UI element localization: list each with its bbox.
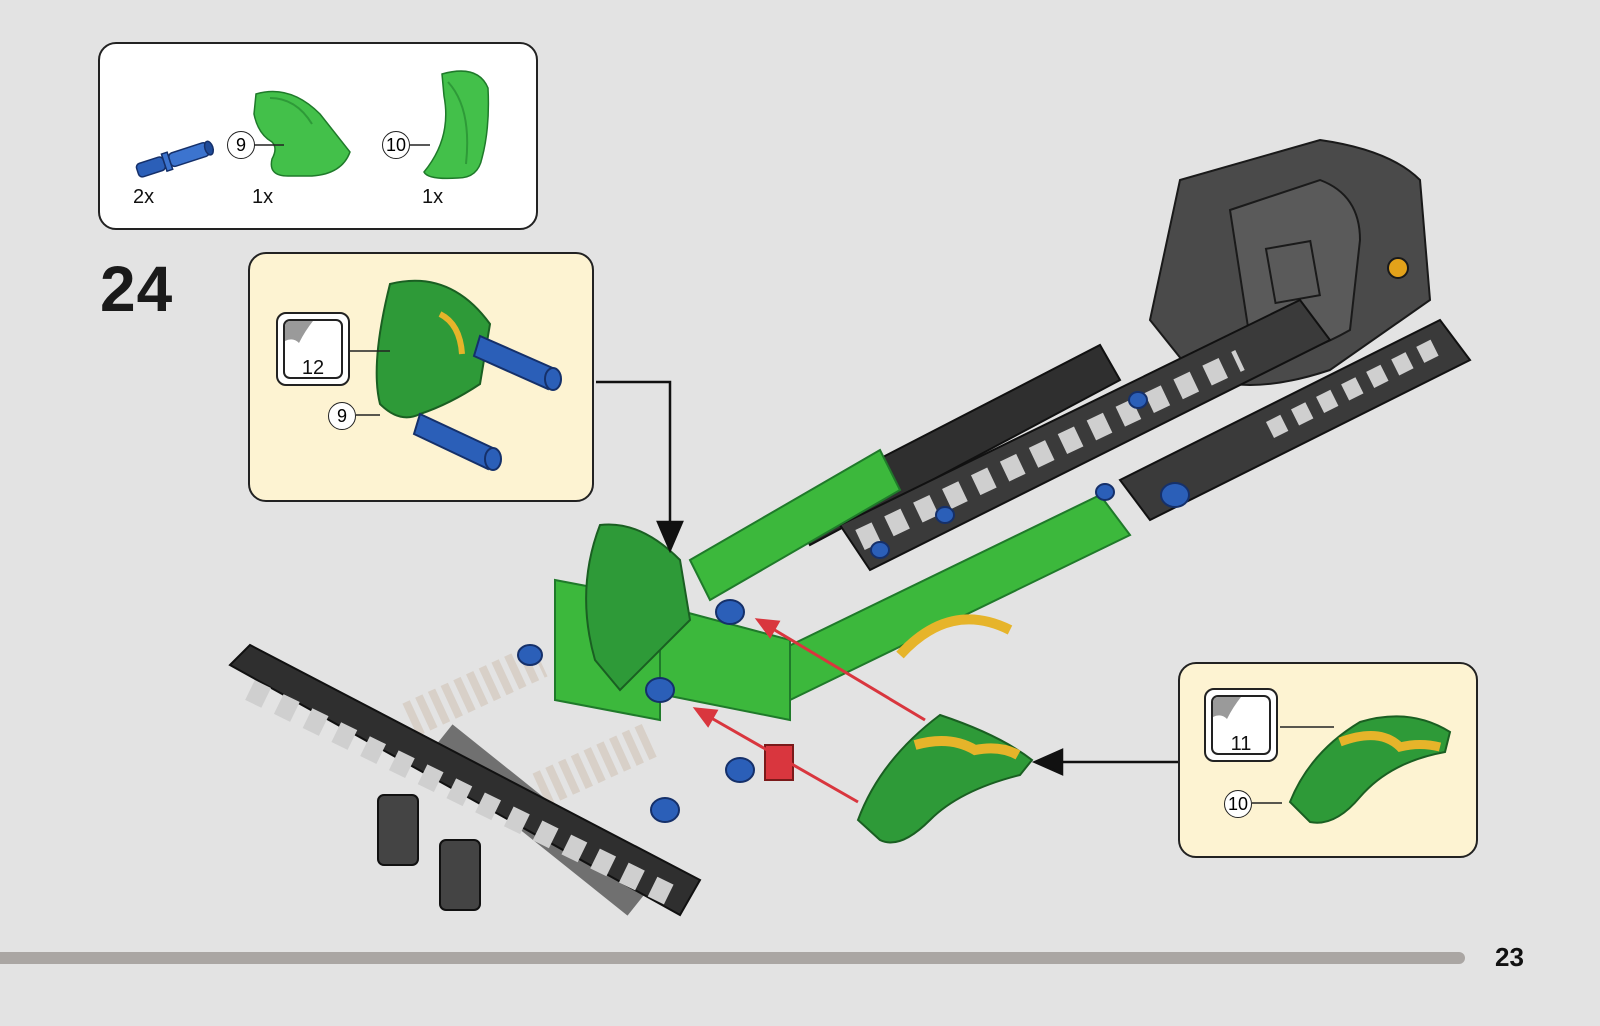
sticker-leader-line (350, 350, 390, 352)
callout-line (1252, 802, 1282, 804)
sticker-leader-line (1280, 726, 1334, 728)
panel-with-sticker-illustration (1280, 702, 1470, 832)
sticker-12: 12 (276, 312, 350, 386)
sub-assembly-callout-top: 12 9 (248, 252, 594, 502)
footer-bar (0, 952, 1465, 964)
callout-9: 9 (328, 402, 356, 430)
sticker-11: 11 (1204, 688, 1278, 762)
callout-line (356, 414, 380, 416)
page-number: 23 (1495, 942, 1524, 973)
sub-assembly-callout-right: 11 10 (1178, 662, 1478, 858)
panel-with-pins-illustration (350, 274, 590, 494)
callout-10: 10 (1224, 790, 1252, 818)
sticker-number: 11 (1206, 733, 1276, 756)
green-panel-to-attach (858, 715, 1032, 843)
sticker-number: 12 (278, 357, 348, 380)
